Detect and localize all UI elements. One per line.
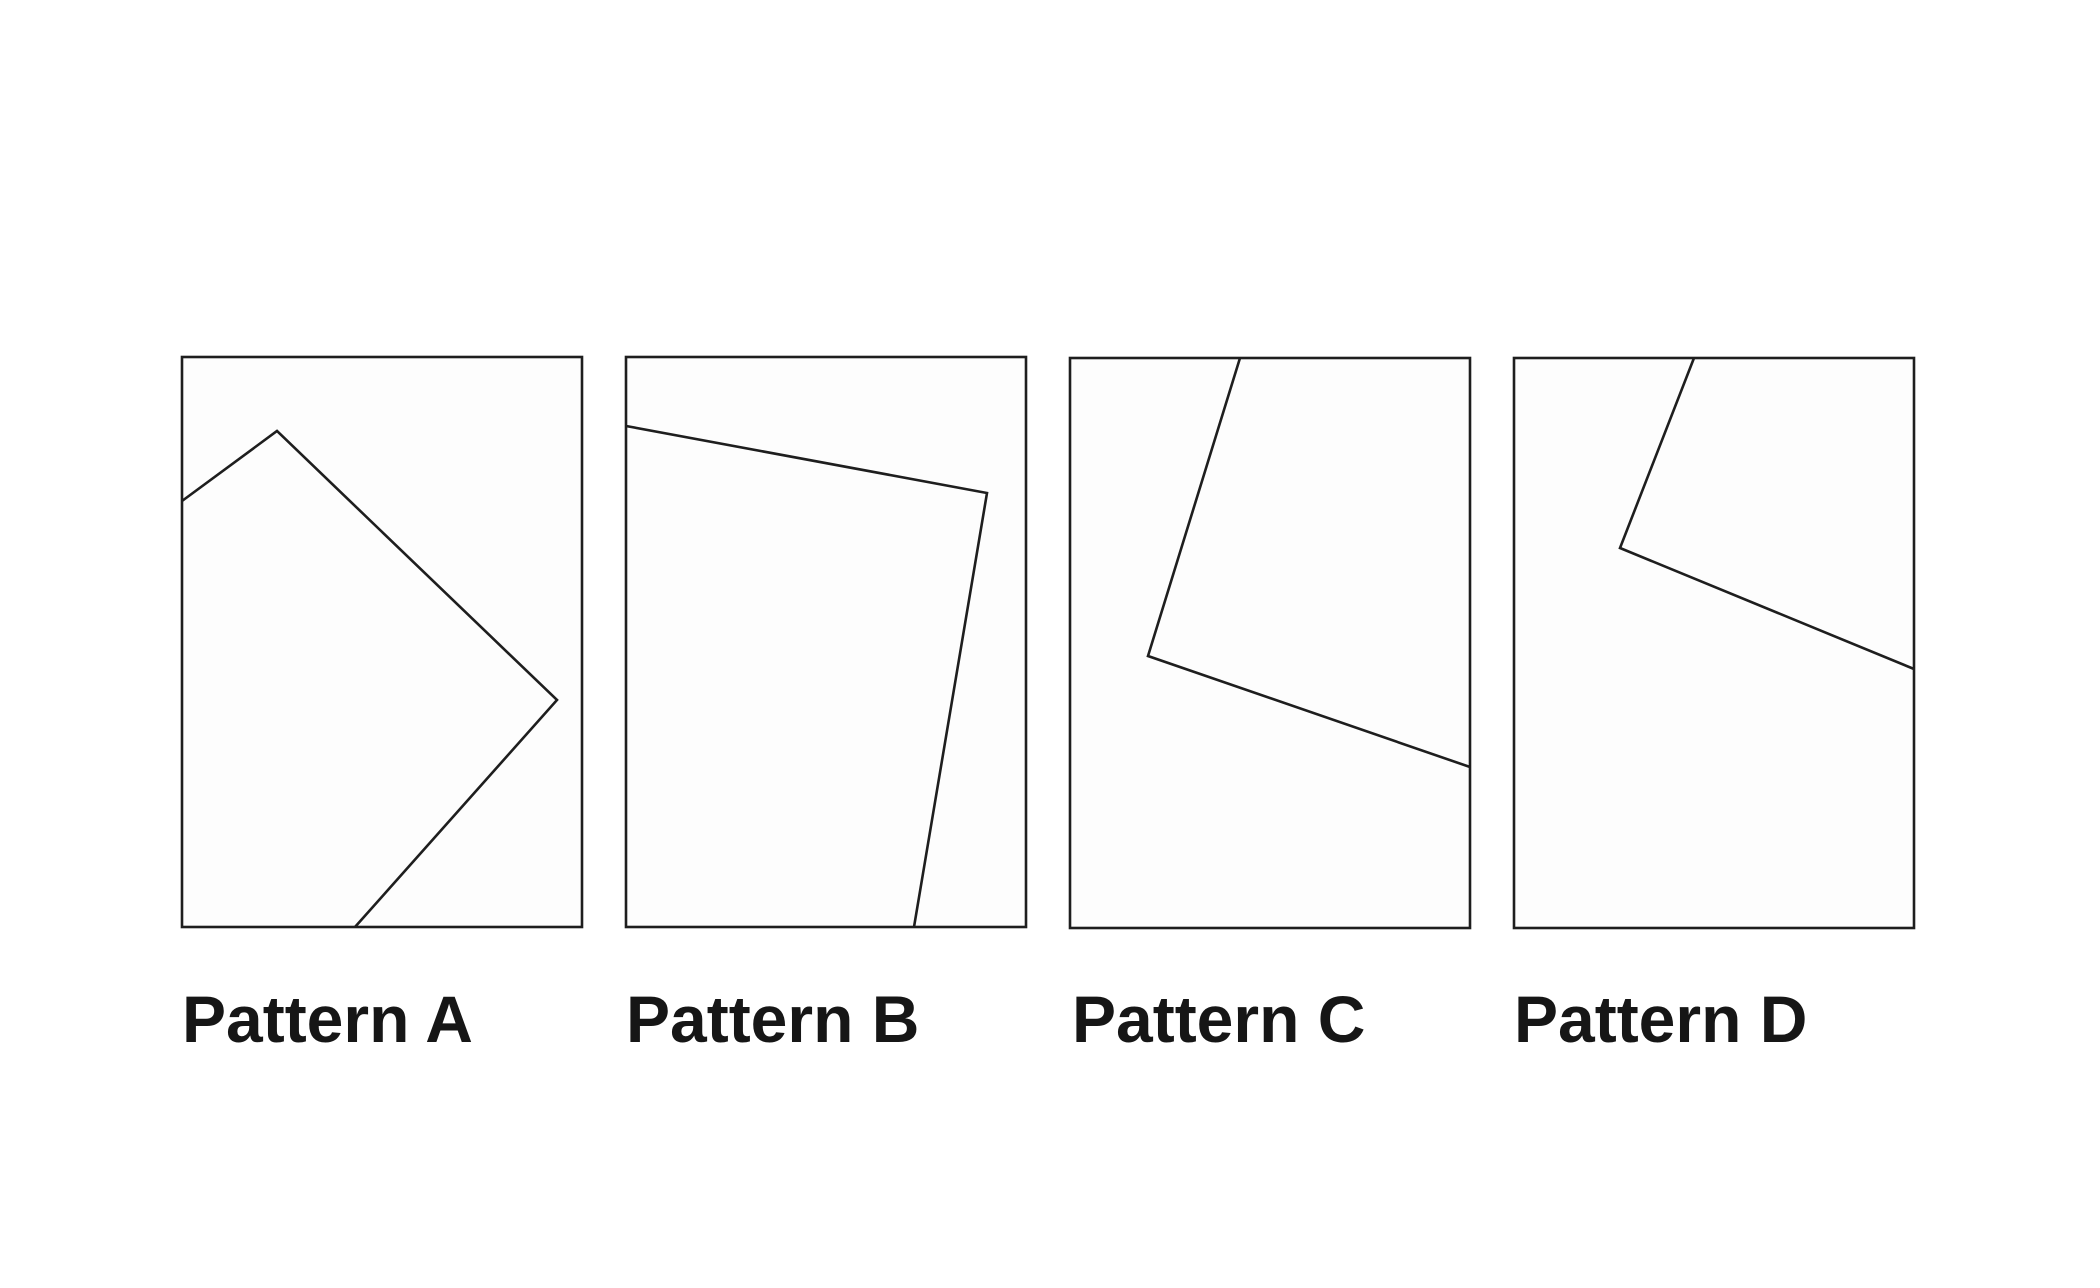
- pattern-b-fold-line: [625, 424, 989, 928]
- pattern-d-panel: [1512, 356, 1916, 930]
- pattern-b-panel: [624, 355, 1028, 929]
- pattern-d-label: Pattern D: [1514, 982, 1807, 1056]
- pattern-a-label: Pattern A: [182, 982, 473, 1056]
- pattern-c-fold-line: [1146, 357, 1471, 769]
- pattern-a-fold-line: [181, 429, 559, 928]
- pattern-b-group: Pattern B: [624, 355, 1028, 1056]
- pattern-a-panel: [180, 355, 584, 929]
- pattern-a-group: Pattern A: [180, 355, 584, 1056]
- pattern-d-group: Pattern D: [1512, 356, 1916, 1056]
- pattern-c-group: Pattern C: [1068, 356, 1472, 1056]
- pattern-b-label: Pattern B: [626, 982, 919, 1056]
- pattern-c-panel: [1068, 356, 1472, 930]
- pattern-c-label: Pattern C: [1072, 982, 1365, 1056]
- pattern-d-fold-line: [1618, 357, 1915, 671]
